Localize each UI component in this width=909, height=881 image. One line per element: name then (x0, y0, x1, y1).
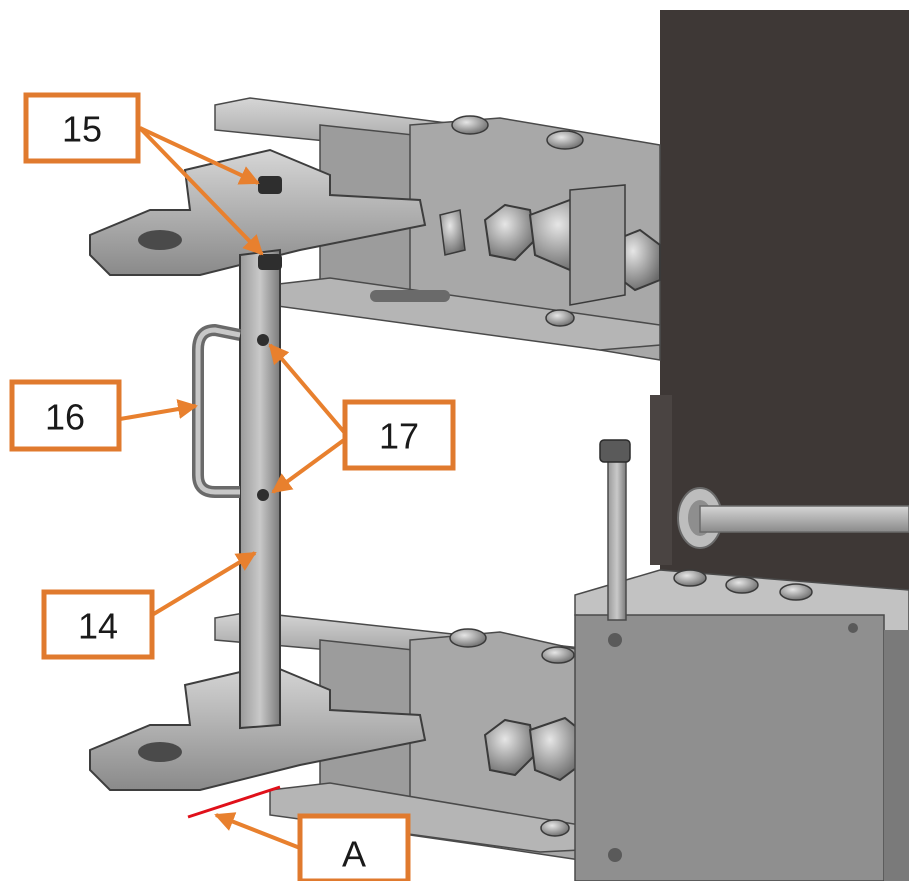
lower-carriage (89, 611, 601, 861)
leader-16 (119, 399, 198, 421)
leader-arrows (119, 126, 346, 850)
leader-15-lower (138, 126, 264, 256)
callout-16-label: 16 (45, 397, 85, 438)
callout-14-label: 14 (78, 606, 118, 647)
section-line (187, 785, 281, 819)
leader-17-lower (271, 438, 346, 494)
leader-A (214, 812, 301, 850)
callout-A: A (297, 813, 411, 881)
callout-15-label: 15 (62, 109, 102, 150)
upper-fasteners (258, 176, 282, 270)
leader-17-upper (268, 343, 346, 434)
guide-rod (677, 487, 909, 549)
callout-17-label: 17 (379, 416, 419, 457)
callout-14: 14 (41, 589, 155, 660)
callout-15: 15 (23, 92, 141, 164)
leader-14 (150, 551, 257, 617)
leader-15-upper (139, 126, 260, 185)
callout-A-label: A (342, 834, 366, 875)
callout-17: 17 (342, 399, 456, 471)
motor-housing (574, 439, 909, 881)
handle (192, 324, 242, 498)
upper-carriage (89, 97, 661, 361)
callout-16: 16 (9, 379, 122, 452)
